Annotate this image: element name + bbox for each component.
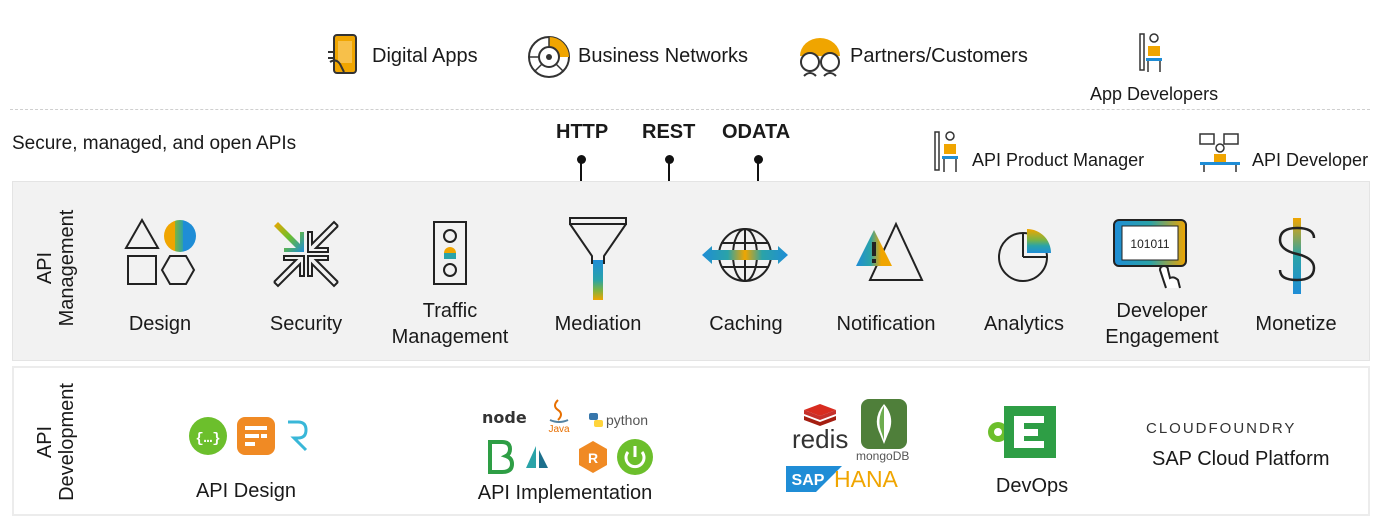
caching-label: Caching	[709, 313, 783, 335]
app-developers-label: App Developers	[1090, 84, 1219, 104]
nodejs-logo: node	[482, 408, 527, 427]
globe-icon	[700, 226, 790, 289]
redis-logo-text: redis	[792, 424, 849, 454]
devops-logo-icon	[986, 404, 1058, 465]
design-label: Design	[128, 313, 192, 335]
business-networks-label: Business Networks	[578, 45, 749, 67]
protocol-rest: REST	[642, 121, 696, 143]
protocol-pin-odata	[754, 155, 763, 164]
devops-label: DevOps	[995, 475, 1069, 497]
traffic-management-label-1: Traffic	[422, 300, 478, 322]
protocol-pin-http	[577, 155, 586, 164]
reprezen-logo-icon	[284, 418, 310, 459]
api-management-title: API Management	[34, 209, 78, 327]
binary-text: 101011	[1130, 237, 1169, 251]
api-development-title: API Development	[34, 383, 78, 501]
pie-chart-icon	[996, 226, 1054, 289]
tablet-touch-icon: 101011	[1112, 218, 1192, 295]
protocol-line-odata	[757, 160, 759, 182]
cloud-foundry-logo: CLOUDFOUNDRY	[1146, 420, 1297, 437]
developer-engagement-label-2: Engagement	[1105, 326, 1219, 348]
sails-logo-icon	[524, 444, 550, 475]
divider	[10, 109, 1370, 110]
svg-text:SAP: SAP	[792, 472, 825, 489]
hana-logo-text: HANA	[834, 466, 898, 492]
svg-text:{…}: {…}	[195, 431, 220, 447]
partners-customers-icon	[796, 34, 844, 85]
analytics-label: Analytics	[983, 313, 1065, 335]
app-developers-icon	[1136, 30, 1166, 79]
protocol-http: HTTP	[556, 121, 609, 143]
sap-logo-icon: SAP	[786, 466, 842, 497]
sap-cloud-platform-label: SAP Cloud Platform	[1152, 448, 1330, 470]
svg-text:Java: Java	[548, 424, 570, 434]
svg-text:R: R	[588, 450, 598, 466]
java-logo-icon: Java	[546, 398, 572, 439]
api-implementation-label: API Implementation	[477, 482, 653, 504]
swagger-logo-icon: {…}	[188, 416, 228, 461]
monetize-label: Monetize	[1255, 313, 1337, 335]
spring-logo-icon	[616, 438, 654, 481]
developer-engagement-label-1: Developer	[1116, 300, 1208, 322]
api-developer-label: API Developer	[1252, 150, 1369, 170]
bootstrap-logo-icon	[486, 440, 515, 479]
dollar-icon	[1274, 216, 1320, 301]
raml-logo-icon	[236, 416, 276, 461]
business-networks-icon	[526, 34, 572, 85]
python-logo-text: python	[606, 412, 649, 428]
mediation-label: Mediation	[554, 313, 642, 335]
mongodb-logo-text: mongoDB	[856, 449, 910, 463]
api-management-band	[12, 181, 1370, 361]
api-developer-icon	[1198, 130, 1242, 179]
partners-customers-label: Partners/Customers	[850, 45, 1028, 67]
digital-apps-label: Digital Apps	[372, 45, 478, 67]
api-product-manager-label: API Product Manager	[972, 150, 1145, 170]
apis-tagline: Secure, managed, and open APIs	[12, 133, 297, 154]
design-icon	[124, 216, 198, 297]
security-icon	[270, 218, 342, 295]
notification-label: Notification	[836, 313, 936, 335]
traffic-management-label-2: Management	[391, 326, 509, 348]
api-product-manager-icon	[932, 128, 962, 179]
mongodb-logo-icon	[860, 398, 908, 455]
security-label: Security	[269, 313, 343, 335]
api-design-label: API Design	[195, 480, 297, 502]
warning-icon	[852, 220, 924, 289]
protocol-line-http	[580, 160, 582, 182]
digital-apps-icon	[326, 32, 362, 83]
funnel-icon	[568, 216, 628, 305]
redis-logo-icon	[800, 400, 840, 437]
traffic-light-icon	[430, 220, 470, 291]
python-logo-icon	[588, 412, 604, 433]
protocol-line-rest	[668, 160, 670, 182]
protocol-pin-rest	[665, 155, 674, 164]
r-logo-icon: R	[576, 440, 610, 479]
protocol-odata: ODATA	[722, 121, 791, 143]
